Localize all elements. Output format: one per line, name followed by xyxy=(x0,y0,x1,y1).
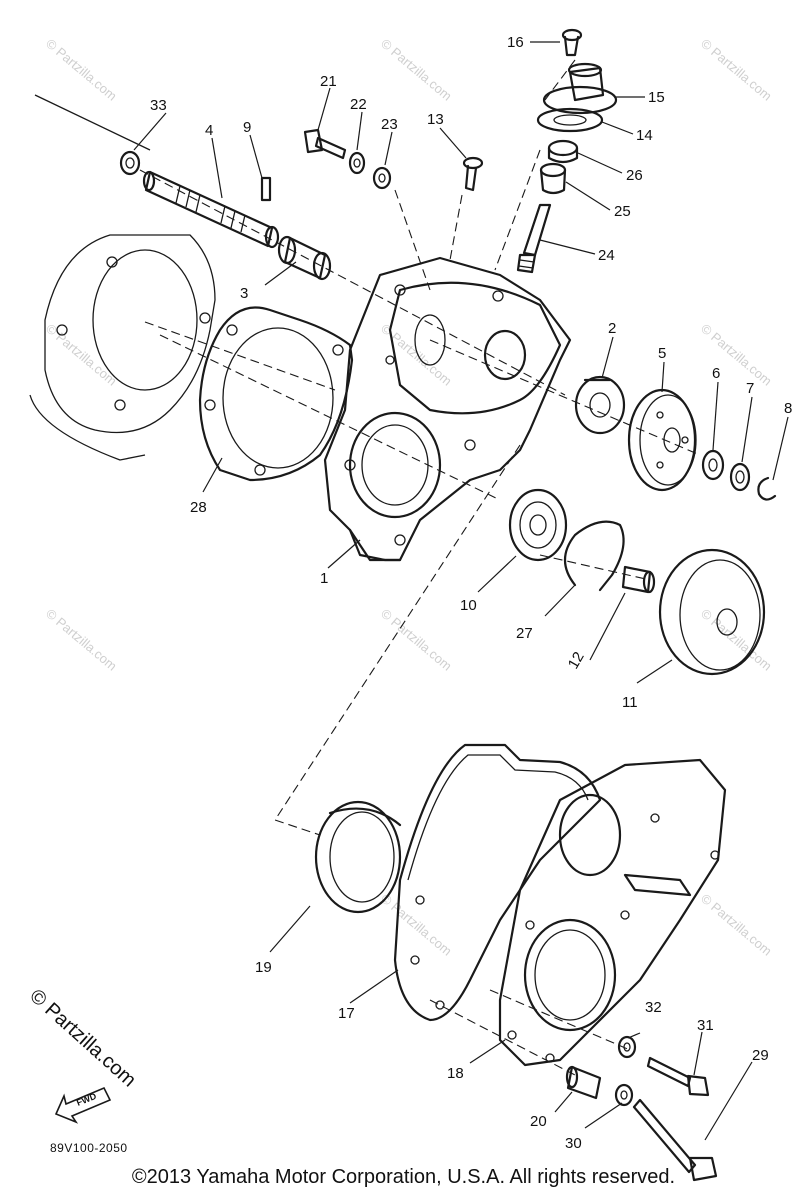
callouts: 1 2 3 4 5 6 7 8 9 10 11 12 13 14 15 16 1… xyxy=(150,34,792,1152)
watermark-text: © Partzilla.com xyxy=(378,606,455,674)
part-15-housing xyxy=(542,62,618,115)
callout-9: 9 xyxy=(243,119,251,136)
part-19-seal xyxy=(314,800,402,914)
copyright-notice: ©2013 Yamaha Motor Corporation, U.S.A. A… xyxy=(131,1166,676,1188)
callout-14: 14 xyxy=(636,127,653,144)
part-4-shaft xyxy=(142,170,280,249)
part-13-screw xyxy=(462,156,484,192)
part-29-bolt xyxy=(632,1098,718,1182)
callout-3: 3 xyxy=(240,285,248,302)
part-1-housing xyxy=(323,256,572,562)
part-14-gasket xyxy=(536,107,604,133)
callout-23: 23 xyxy=(381,116,398,133)
callout-4: 4 xyxy=(205,122,213,139)
callout-24: 24 xyxy=(598,247,615,264)
part-26-seal xyxy=(547,139,579,164)
callout-17: 17 xyxy=(338,1005,355,1022)
part-28-gasket xyxy=(198,306,354,482)
watermark-text: © Partzilla.com xyxy=(43,606,120,674)
watermark-text: © Partzilla.com xyxy=(698,321,775,389)
callout-19: 19 xyxy=(255,959,272,976)
callout-10: 10 xyxy=(460,597,477,614)
part-6-nut xyxy=(701,449,725,481)
callout-13: 13 xyxy=(427,111,444,128)
part-12-dowel xyxy=(621,565,656,594)
callout-20: 20 xyxy=(530,1113,547,1130)
callout-26: 26 xyxy=(626,167,643,184)
watermark-text: © Partzilla.com xyxy=(43,321,120,389)
watermark-text: © Partzilla.com xyxy=(43,36,120,104)
part-7-washer xyxy=(729,462,751,492)
callout-25: 25 xyxy=(614,203,631,220)
callout-11: 11 xyxy=(622,694,638,711)
part-5-gear xyxy=(627,388,697,492)
part-11-gear xyxy=(658,548,766,676)
part-31-bolt xyxy=(646,1056,710,1097)
callout-2: 2 xyxy=(608,320,616,337)
callout-32: 32 xyxy=(645,999,662,1016)
part-30-washer xyxy=(614,1083,634,1107)
callout-30: 30 xyxy=(565,1135,582,1152)
part-20-dowel xyxy=(565,1065,602,1100)
part-27-circlip xyxy=(563,520,625,592)
part-17-gasket xyxy=(393,743,602,1022)
callout-21: 21 xyxy=(320,73,337,90)
callout-31: 31 xyxy=(697,1017,714,1034)
watermark-text: © Partzilla.com xyxy=(698,891,775,959)
callout-7: 7 xyxy=(746,380,754,397)
callout-33: 33 xyxy=(150,97,167,114)
diagram-code: 89V100-2050 xyxy=(50,1141,128,1155)
callout-28: 28 xyxy=(190,499,207,516)
callout-22: 22 xyxy=(350,96,367,113)
callout-6: 6 xyxy=(712,365,720,382)
callout-15: 15 xyxy=(648,89,665,106)
part-9-pin xyxy=(260,176,272,202)
watermark-text: © Partzilla.com xyxy=(378,36,455,104)
part-22-washer xyxy=(348,151,366,175)
callout-18: 18 xyxy=(447,1065,464,1082)
assembly-lines xyxy=(139,59,701,1076)
part-2-bearing xyxy=(574,375,626,435)
part-18-cover xyxy=(498,758,727,1067)
callout-leaders xyxy=(133,41,789,1141)
callout-16: 16 xyxy=(507,34,524,51)
callout-27: 27 xyxy=(516,625,533,642)
callout-29: 29 xyxy=(752,1047,769,1064)
callout-5: 5 xyxy=(658,345,666,362)
callout-12: 12 xyxy=(565,649,588,672)
crankcase-outline xyxy=(29,94,216,461)
part-25-bushing xyxy=(539,162,567,195)
watermark-text: © Partzilla.com xyxy=(698,36,775,104)
part-23-washer xyxy=(372,166,392,190)
part-16-screw xyxy=(561,28,583,57)
callout-8: 8 xyxy=(784,400,792,417)
forward-arrow-icon: FWD xyxy=(54,1086,112,1124)
part-10-bearing xyxy=(508,488,568,562)
part-33-washer xyxy=(119,150,141,176)
part-24-gear-shaft xyxy=(516,203,552,274)
part-21-bolt xyxy=(303,128,347,160)
part-3-bushing xyxy=(277,235,332,281)
callout-1: 1 xyxy=(320,570,328,587)
part-8-circlip xyxy=(757,476,777,501)
part-32-washer xyxy=(617,1035,637,1059)
